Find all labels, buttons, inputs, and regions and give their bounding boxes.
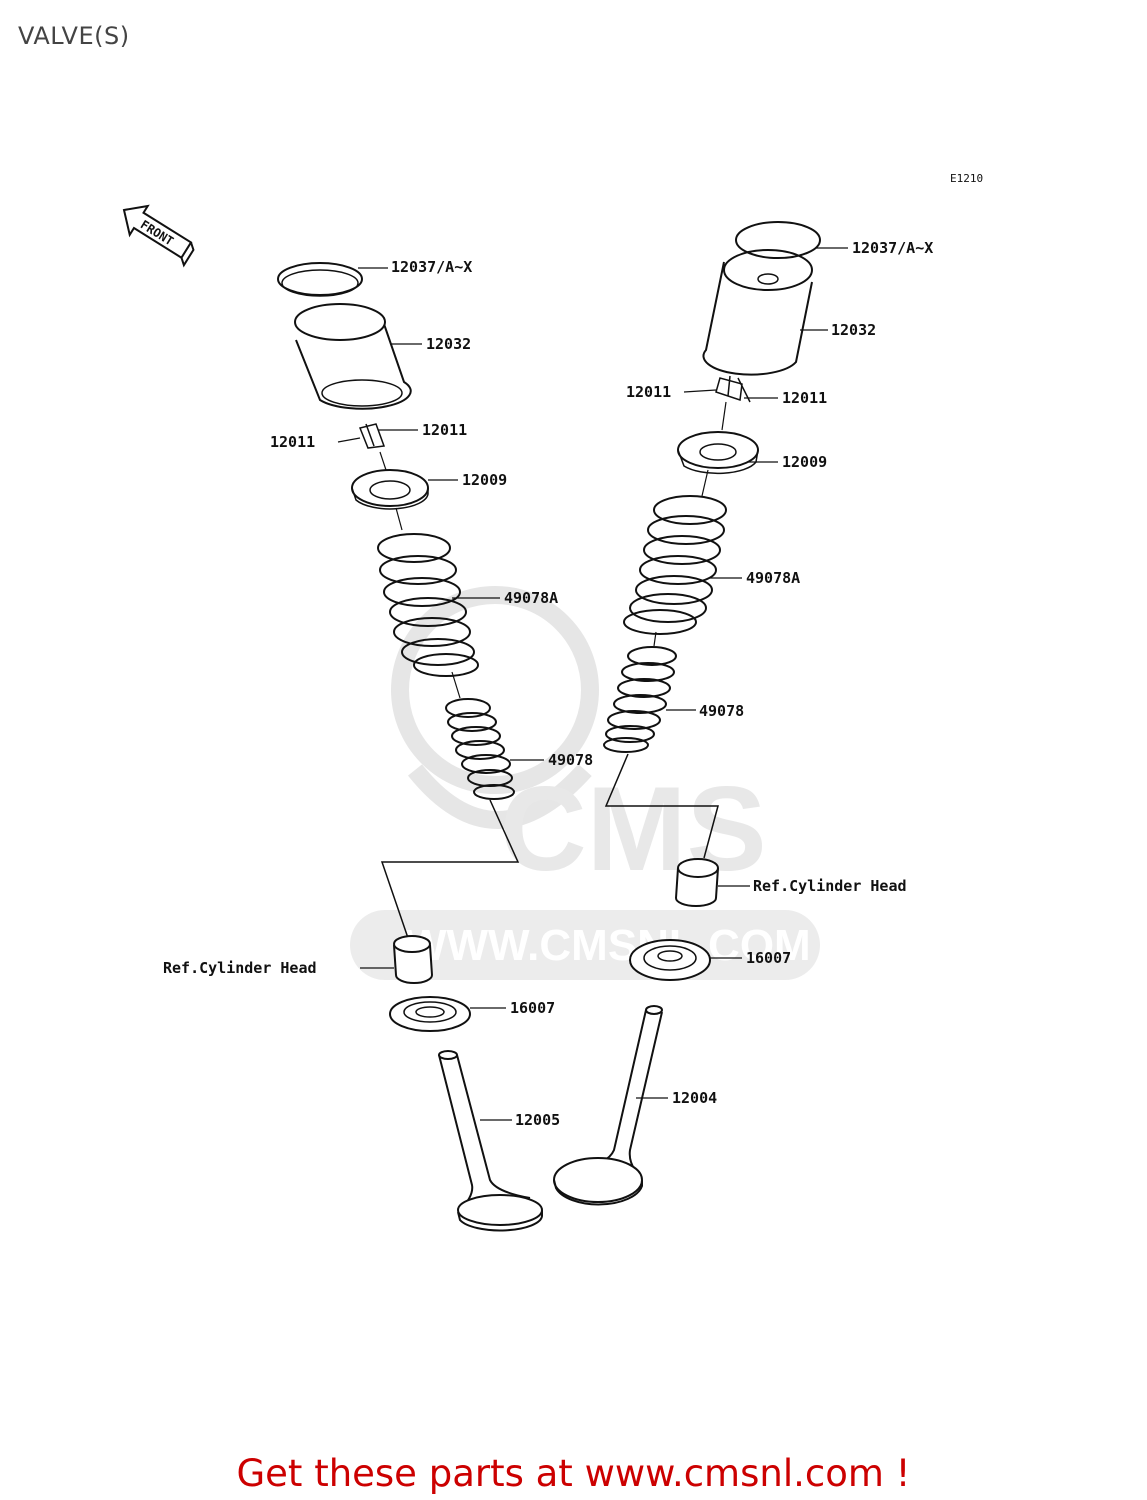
left-tappet [294, 303, 412, 410]
callout-left-seal: 16007 [510, 999, 556, 1017]
left-ref-bracket [380, 799, 520, 939]
callout-right-retainer: 12009 [782, 453, 828, 471]
cms-watermark: CMS WWW.CMSNL.COM [350, 586, 820, 980]
callout-left-collet-a: 12011 [270, 433, 316, 451]
right-ref-bracket [604, 753, 719, 859]
callout-left-valve: 12005 [515, 1111, 561, 1129]
callout-left-outer-spring: 49078A [504, 589, 559, 607]
right-spring-retainer [677, 431, 759, 475]
left-valve-seal [389, 996, 471, 1032]
callout-right-inner-spring: 49078 [699, 702, 745, 720]
callout-left-ref: Ref.Cylinder Head [163, 959, 317, 977]
callout-right-tappet: 12032 [831, 321, 877, 339]
left-inner-spring [445, 698, 515, 800]
left-leader-lines [337, 267, 544, 1121]
callout-left-collet-b: 12011 [422, 421, 468, 439]
callout-right-valve: 12004 [672, 1089, 718, 1107]
callout-right-ref: Ref.Cylinder Head [753, 877, 907, 895]
callout-left-tappet: 12032 [426, 335, 472, 353]
right-tappet-shim [735, 221, 821, 259]
callout-right-tappet-shim: 12037/A~X [852, 239, 934, 257]
callout-right-collet-a: 12011 [626, 383, 672, 401]
right-outer-spring [623, 495, 727, 635]
callout-right-collet-b: 12011 [782, 389, 828, 407]
right-valve-seal [629, 939, 711, 981]
callout-left-inner-spring: 49078 [548, 751, 594, 769]
watermark-brand: CMS [500, 762, 767, 896]
callout-left-retainer: 12009 [462, 471, 508, 489]
footer-link[interactable]: Get these parts at www.cmsnl.com ! [236, 1452, 911, 1495]
diagram-id: E1210 [950, 172, 984, 185]
left-valve [438, 1050, 543, 1232]
right-inner-spring [603, 646, 677, 753]
left-outer-spring [377, 533, 479, 677]
left-tappet-shim [277, 262, 363, 297]
right-tappet [702, 249, 813, 376]
left-collets [358, 423, 386, 449]
callout-right-outer-spring: 49078A [746, 569, 801, 587]
left-valve-guide [393, 935, 434, 984]
page-title: VALVE(S) [18, 22, 130, 50]
callout-left-tappet-shim: 12037/A~X [391, 258, 473, 276]
left-spring-retainer [351, 469, 429, 510]
right-leader-lines [636, 247, 848, 1099]
watermark-url: WWW.CMSNL.COM [405, 921, 811, 970]
front-arrow-icon: FRONT [122, 204, 195, 268]
right-valve-guide [674, 858, 719, 907]
right-valve [553, 1005, 663, 1206]
callout-right-seal: 16007 [746, 949, 792, 967]
